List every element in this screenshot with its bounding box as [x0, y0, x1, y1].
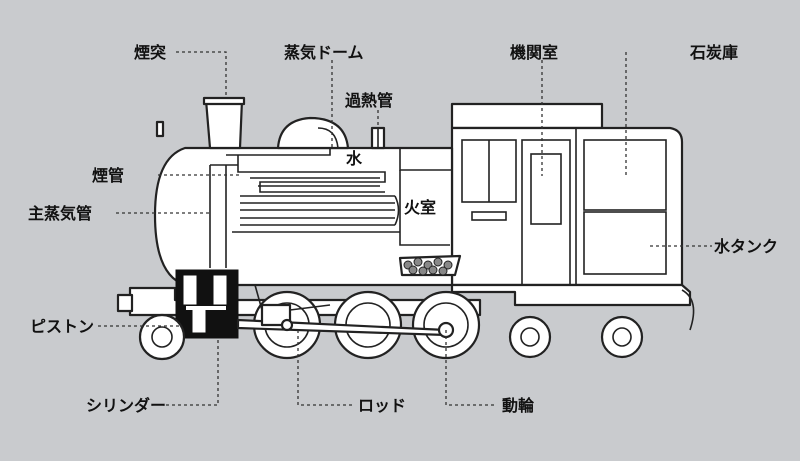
label-coal-bunker: 石炭庫: [689, 43, 738, 62]
label-superheater-tube: 過熱管: [344, 91, 393, 110]
label-cylinder: シリンダー: [86, 396, 166, 415]
label-water-tank: 水タンク: [714, 237, 778, 256]
label-cab: 機関室: [510, 43, 558, 62]
wheels: [138, 290, 644, 361]
label-driving-wheel: 動輪: [502, 396, 535, 415]
label-water: 水: [346, 149, 363, 168]
boiler: [153, 96, 462, 287]
label-chimney: 煙突: [134, 43, 166, 62]
cab-body: [450, 102, 695, 331]
coal-pile: [403, 257, 453, 276]
label-steam-dome: 蒸気ドーム: [284, 43, 364, 62]
labels: 煙突 蒸気ドーム 過熱管 水 煙管 主蒸気管 火室 機関室 石炭庫 水タンク ピ…: [28, 43, 778, 415]
label-flue-tube: 煙管: [92, 166, 124, 185]
label-main-steam-pipe: 主蒸気管: [28, 204, 92, 223]
label-firebox: 火室: [404, 198, 436, 217]
leader-lines: [98, 51, 712, 406]
cylinder-block: [175, 269, 239, 339]
label-rod: ロッド: [358, 396, 406, 415]
label-piston: ピストン: [30, 317, 94, 336]
